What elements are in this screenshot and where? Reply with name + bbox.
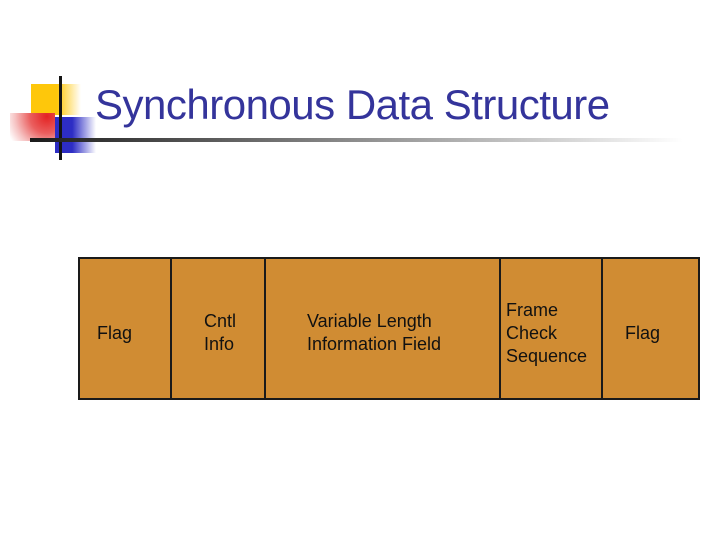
title-underline-rule [30,138,696,142]
cell-label: Variable Length Information Field [307,311,442,354]
table-cell-cntl-info: Cntl Info [170,259,264,398]
cell-label: Frame Check Sequence [506,299,588,366]
ornament-red-square [10,113,55,141]
table-cell-flag-start: Flag [80,259,170,398]
table-cell-variable-length-info: Variable Length Information Field [264,259,499,398]
table-cell-frame-check-sequence: Frame Check Sequence [499,259,601,398]
slide-title: Synchronous Data Structure [95,81,610,128]
ornament-yellow-square [31,84,81,115]
cell-label: Flag [625,322,661,343]
table-cell-flag-end: Flag [601,259,698,398]
frame-structure-table: Flag Cntl Info Variable Length Informati… [78,257,700,400]
ornament-crosshair-line [59,76,62,160]
cell-label: Cntl Info [204,311,237,354]
cell-label: Flag [97,322,133,343]
